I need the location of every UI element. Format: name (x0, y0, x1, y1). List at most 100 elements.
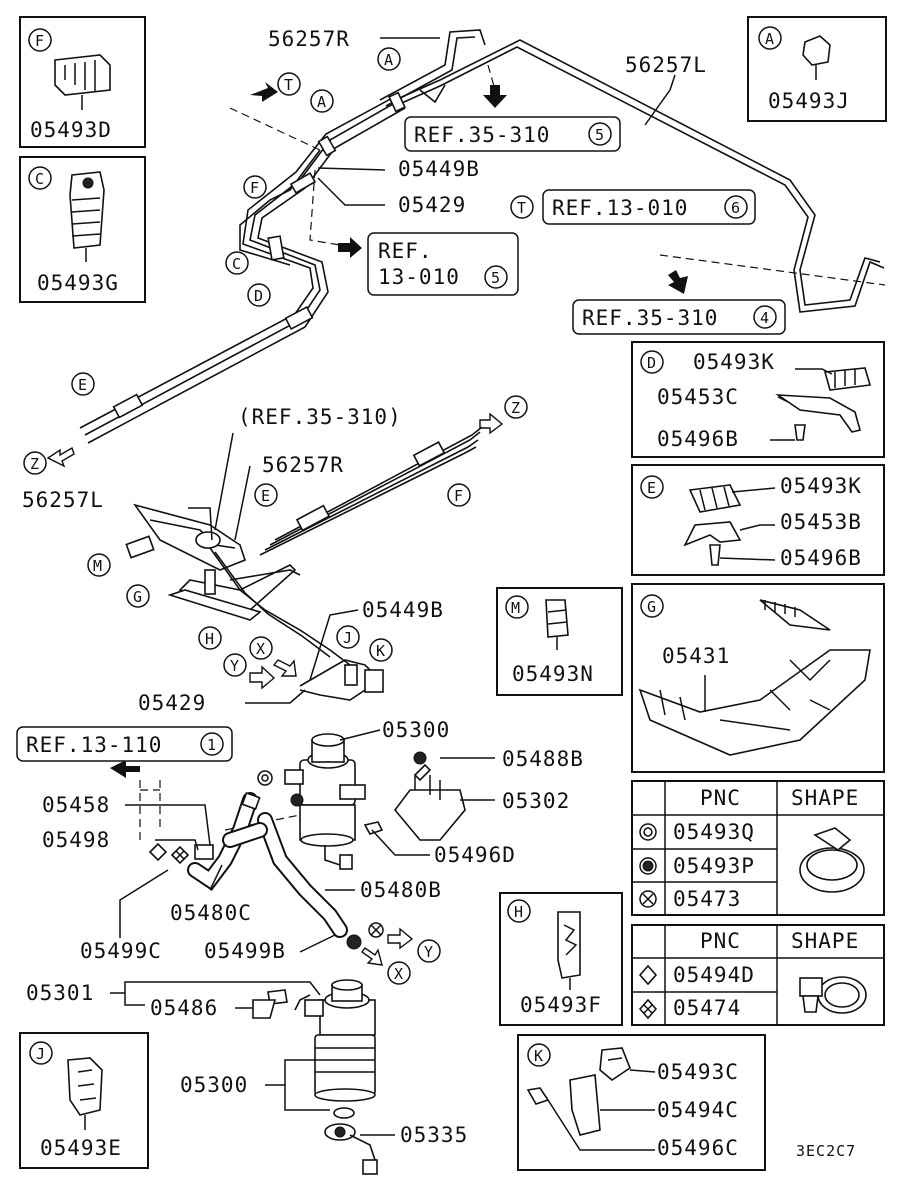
callout-X-1: X (249, 636, 273, 660)
label-05480C: 05480C (170, 901, 252, 925)
arrow-icon (361, 947, 383, 966)
diagram-code: 3EC2C7 (796, 1142, 856, 1160)
pnc-table-2: PNC SHAPE 05494D 05474 (631, 924, 885, 1026)
svg-text:13-010: 13-010 (378, 265, 460, 289)
inset-K: K 05493C 05494C 05496C (517, 1034, 766, 1171)
arrow-icon (338, 237, 362, 258)
svg-text:REF.35-310: REF.35-310 (582, 306, 718, 330)
svg-text:05494C: 05494C (657, 1098, 739, 1122)
inset-H: H 05493F (499, 892, 623, 1026)
callout-D: D (247, 283, 271, 307)
svg-text:05473: 05473 (673, 887, 741, 911)
arrow-icon (46, 446, 75, 468)
label-05458: 05458 (42, 793, 110, 817)
callout-T-2: T (510, 195, 534, 219)
inset-G: G 05431 (631, 583, 885, 773)
ref-35-310-4[interactable]: REF.35-310 4 (572, 299, 786, 335)
inset-M: M 05493N (496, 587, 623, 696)
svg-text:SHAPE: SHAPE (791, 929, 859, 953)
svg-text:05493K: 05493K (780, 474, 862, 498)
svg-text:H: H (514, 903, 524, 921)
inset-E: E 05493K 05453B 05496B (631, 464, 885, 576)
svg-text:Z: Z (30, 455, 40, 473)
inset-C: C 05493G (19, 156, 146, 303)
arrow-icon (479, 412, 504, 435)
svg-text:E: E (78, 376, 88, 394)
label-05480B: 05480B (360, 878, 442, 902)
svg-text:J: J (36, 1045, 46, 1063)
svg-text:05453C: 05453C (657, 385, 739, 409)
svg-text:05493K: 05493K (693, 350, 775, 374)
arrow-icon (387, 927, 414, 950)
svg-text:Y: Y (230, 657, 240, 675)
svg-text:REF.13-110: REF.13-110 (26, 733, 162, 757)
tank-side-pipes (125, 426, 483, 701)
inset-J: J 05493E (19, 1032, 149, 1169)
callouts: A A T T F C D E Z Z E F M G H X Y J K Y … (23, 47, 534, 985)
svg-text:X: X (394, 965, 404, 983)
inset-J-part: 05493E (40, 1136, 122, 1160)
ref-13-010-5[interactable]: REF. 13-010 5 (367, 232, 519, 296)
label-05301: 05301 (26, 981, 94, 1005)
ref-13-010-6[interactable]: REF.13-010 6 (542, 189, 756, 225)
svg-text:D: D (254, 287, 264, 305)
svg-text:E: E (261, 487, 271, 505)
label-05429-mid: 05429 (138, 691, 206, 715)
svg-text:F: F (35, 32, 45, 50)
callout-Z-1: Z (23, 451, 47, 475)
ref-13-110-1[interactable]: REF.13-110 1 (16, 726, 233, 762)
svg-text:F: F (250, 179, 260, 197)
svg-text:05494D: 05494D (673, 963, 755, 987)
svg-text:H: H (205, 630, 215, 648)
callout-F-1: F (243, 175, 267, 199)
label-56257R-mid: 56257R (262, 453, 344, 477)
svg-text:PNC: PNC (700, 929, 741, 953)
svg-text:A: A (384, 51, 394, 69)
label-05300-bottom: 05300 (180, 1073, 248, 1097)
label-05498: 05498 (42, 828, 110, 852)
inset-D: D 05493K 05453C 05496B (631, 341, 885, 458)
svg-text:Y: Y (424, 943, 434, 961)
callout-C: C (225, 251, 249, 275)
callout-J: J (336, 625, 360, 649)
callout-E-2: E (254, 483, 278, 507)
callout-K: K (369, 638, 393, 662)
svg-text:M: M (511, 599, 521, 617)
svg-text:T: T (284, 76, 294, 94)
ref-35-310-5[interactable]: REF.35-310 5 (404, 116, 621, 152)
fuel-filter-upper (257, 733, 366, 870)
label-05499B: 05499B (204, 939, 286, 963)
label-05449B-mid: 05449B (362, 598, 444, 622)
callout-A-2: A (310, 89, 334, 113)
label-56257L-top: 56257L (625, 53, 707, 77)
callout-G: G (126, 584, 150, 608)
svg-text:REF.35-310: REF.35-310 (414, 123, 550, 147)
label-05335: 05335 (400, 1123, 468, 1147)
arrow-icon (110, 760, 140, 778)
svg-text:G: G (133, 588, 143, 606)
svg-text:05496C: 05496C (657, 1136, 739, 1160)
callout-F-2: F (447, 483, 471, 507)
svg-text:X: X (256, 640, 266, 658)
svg-text:K: K (376, 642, 386, 660)
svg-text:T: T (517, 199, 527, 217)
label-05302: 05302 (502, 789, 570, 813)
leader-lines (110, 37, 676, 1136)
svg-text:1: 1 (207, 736, 217, 754)
inset-A: A 05493J (747, 16, 887, 122)
label-05300-top: 05300 (382, 718, 450, 742)
inset-H-part: 05493F (520, 993, 602, 1017)
callout-X-2: X (387, 961, 411, 985)
label-05488B: 05488B (502, 747, 584, 771)
arrow-icon (668, 270, 688, 294)
callout-T-1: T (277, 72, 301, 96)
svg-text:05496B: 05496B (657, 427, 739, 451)
ref-35-310-paren: (REF.35-310) (238, 405, 402, 429)
callout-H: H (198, 626, 222, 650)
inset-F: F 05493D (19, 16, 146, 148)
inset-A-part: 05493J (768, 89, 850, 113)
svg-text:05493P: 05493P (673, 854, 755, 878)
svg-text:J: J (343, 629, 353, 647)
svg-text:05493Q: 05493Q (673, 820, 755, 844)
svg-text:05453B: 05453B (780, 510, 862, 534)
